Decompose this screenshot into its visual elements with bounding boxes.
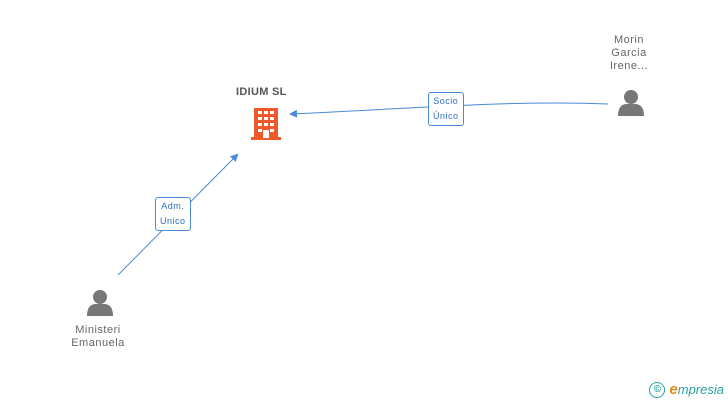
edge-adm-line2: Unico — [160, 216, 186, 226]
edge-socio-line1: Socio — [433, 96, 459, 106]
company-name[interactable]: IDIUM SL — [236, 86, 287, 98]
edge-socio-unico-line — [289, 102, 609, 118]
person-right-line1: Morin — [613, 34, 644, 46]
edge-adm-line1: Adm. — [161, 201, 185, 211]
person-left-line2: Emanuela — [71, 337, 125, 349]
brand-rest: mpresia — [677, 382, 724, 397]
brand-initial: e — [669, 381, 678, 398]
brand-wordmark: empresia — [669, 381, 724, 398]
empresia-logo[interactable]: © empresia — [649, 381, 724, 398]
company-building-icon[interactable] — [251, 108, 281, 140]
person-right-line3: Irene... — [609, 60, 649, 72]
person-left-line1: Ministeri — [75, 324, 121, 336]
company-name-text: IDIUM SL — [236, 86, 287, 98]
person-right-line2: Garcia — [611, 47, 647, 59]
person-label-morin[interactable]: Morin Garcia Irene... — [592, 34, 666, 73]
person-icon-morin[interactable] — [618, 90, 644, 116]
edge-label-socio-unico[interactable]: Socio Único — [428, 92, 464, 126]
person-icon-ministeri[interactable] — [87, 290, 113, 316]
edge-socio-line2: Único — [433, 111, 459, 121]
copyright-icon: © — [649, 381, 666, 398]
person-label-ministeri[interactable]: Ministeri Emanuela — [58, 324, 138, 350]
edge-label-adm-unico[interactable]: Adm. Unico — [155, 197, 191, 231]
